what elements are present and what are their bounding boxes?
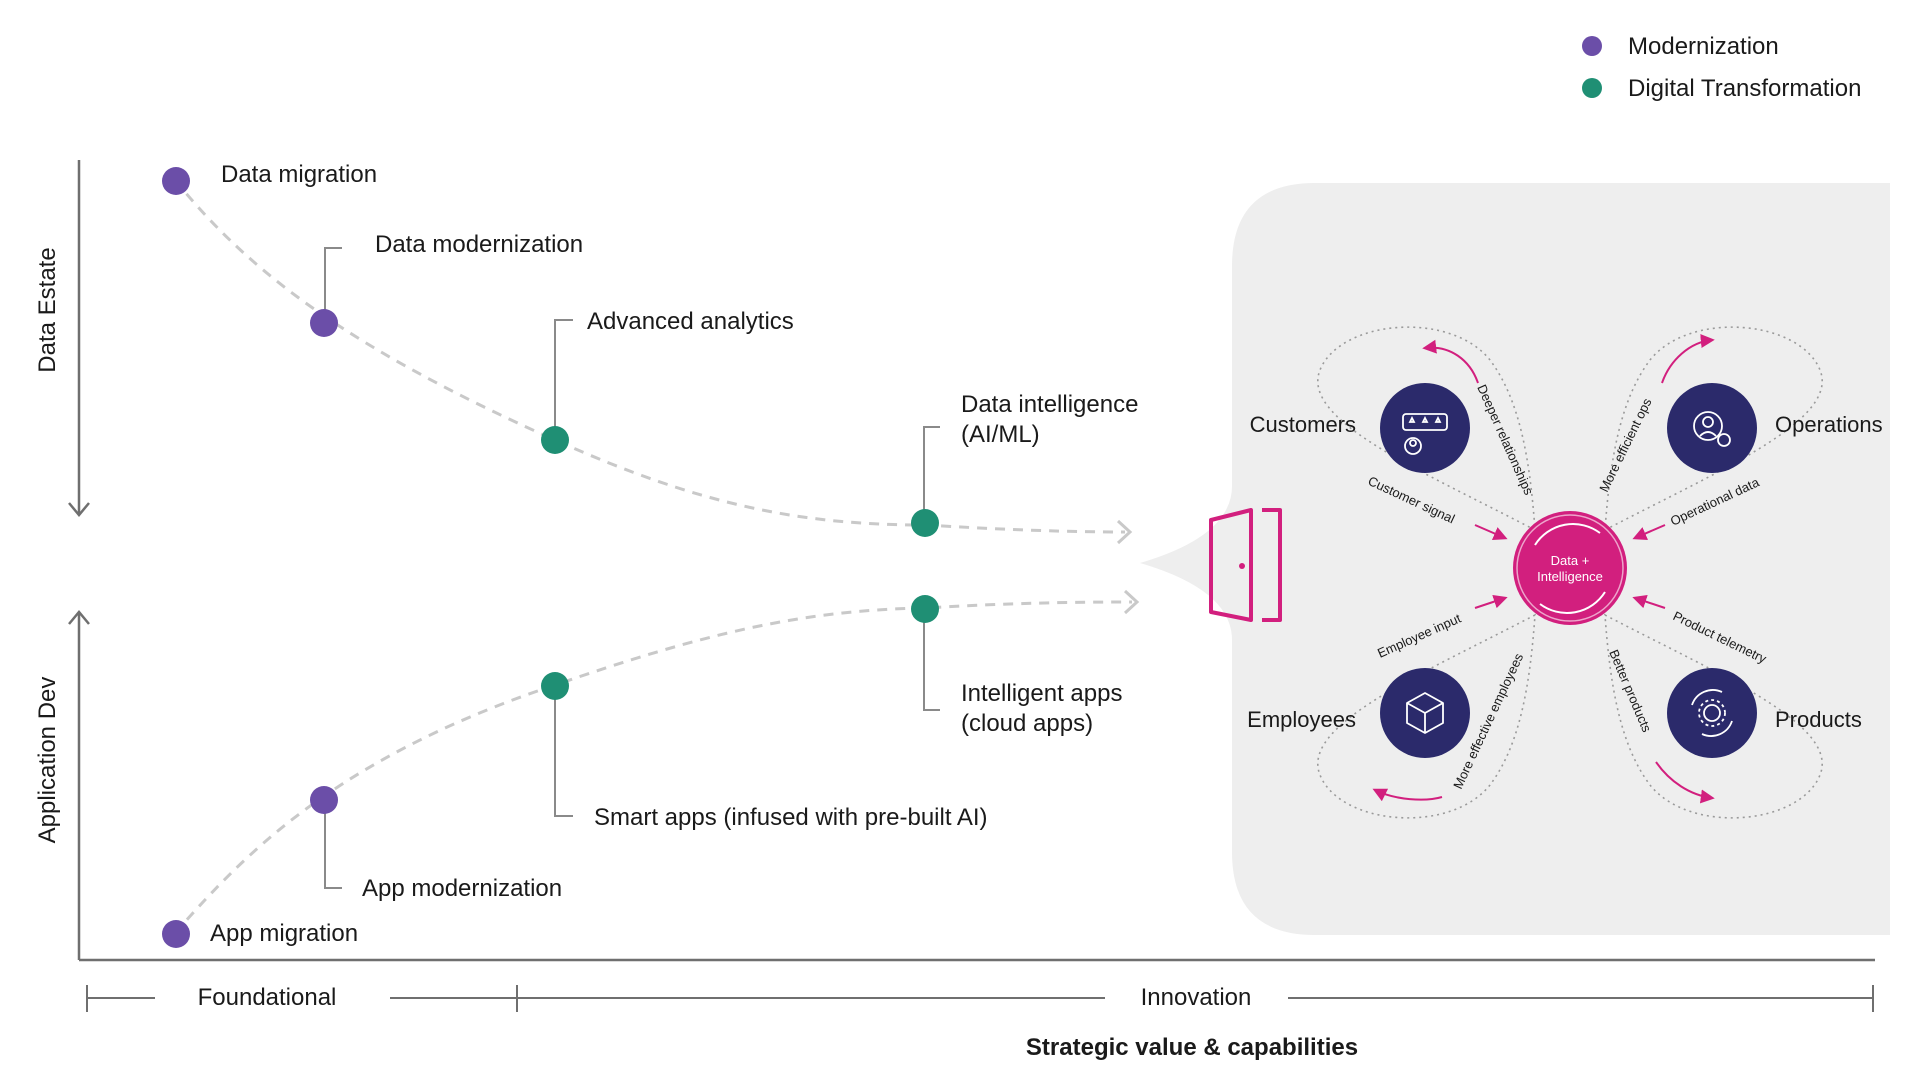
- intelligent-apps-label-line2: (cloud apps): [961, 710, 1093, 737]
- axes: [68, 160, 1875, 962]
- smart-apps-label: Smart apps (infused with pre-built AI): [594, 804, 988, 831]
- app-migration-label: App migration: [210, 920, 358, 947]
- hub-center-line1: Data +: [1551, 553, 1590, 568]
- intelligent-apps-dot: [911, 595, 939, 623]
- app-modernization-label: App modernization: [362, 875, 562, 902]
- data-intelligence-label-line2: (AI/ML): [961, 421, 1040, 448]
- data-migration-label: Data migration: [221, 161, 377, 188]
- smart-apps-dot: [541, 672, 569, 700]
- upper-y-arrowhead: [68, 502, 90, 517]
- app-dev-path: [173, 600, 1133, 934]
- outward-arrows: [1372, 334, 1715, 804]
- legend-digital-transformation-dot: [1582, 78, 1602, 98]
- cycle-icon: [1534, 523, 1601, 546]
- data-estate-path-arrowhead: [1116, 519, 1133, 545]
- data-estate-path: [173, 179, 1126, 534]
- upper-y-axis-label: Data Estate: [34, 247, 61, 372]
- phase-bracket: [86, 985, 1874, 1012]
- data-migration-dot: [162, 167, 190, 195]
- app-dev-path-arrowhead: [1123, 589, 1140, 615]
- data-modernization-dot: [310, 309, 338, 337]
- operations-label: Operations: [1775, 412, 1883, 437]
- petal-loops: [1317, 326, 1823, 819]
- advanced-analytics-label: Advanced analytics: [587, 308, 794, 335]
- data-intelligence-dot: [911, 509, 939, 537]
- app-migration-dot: [162, 920, 190, 948]
- intelligent-apps-label-line1: Intelligent apps: [961, 680, 1122, 707]
- customers-label: Customers: [1250, 412, 1356, 437]
- products-node: Products: [1667, 668, 1862, 758]
- door-icon: [1209, 508, 1282, 622]
- customers-node: Customers: [1250, 383, 1470, 473]
- cube-icon: [1406, 692, 1444, 734]
- legend-modernization-label: Modernization: [1628, 33, 1779, 60]
- leader-lines: [324, 247, 940, 889]
- lower-y-arrowhead: [68, 610, 90, 625]
- legend-modernization-dot: [1582, 36, 1602, 56]
- hub-center-line2: Intelligence: [1537, 569, 1603, 584]
- employees-node: Employees: [1247, 668, 1470, 758]
- data-intelligence-label-line1: Data intelligence: [961, 391, 1138, 418]
- employees-label: Employees: [1247, 707, 1356, 732]
- phase-foundational-label: Foundational: [198, 984, 337, 1011]
- phase-innovation-label: Innovation: [1141, 984, 1252, 1011]
- operations-node: Operations: [1667, 383, 1883, 473]
- data-intelligence-hub: Data + Intelligence: [1513, 511, 1627, 625]
- advanced-analytics-dot: [541, 426, 569, 454]
- operations-icon: [1693, 411, 1731, 447]
- legend-digital-transformation-label: Digital Transformation: [1628, 75, 1861, 102]
- legend: Modernization Digital Transformation: [1582, 33, 1861, 102]
- inward-arrows: [1474, 524, 1666, 609]
- products-label: Products: [1775, 707, 1862, 732]
- gear-cycle-icon: [1691, 689, 1733, 737]
- data-modernization-label: Data modernization: [375, 231, 583, 258]
- app-modernization-dot: [310, 786, 338, 814]
- customer-review-icon: [1402, 413, 1448, 455]
- lower-y-axis-label: Application Dev: [34, 677, 61, 844]
- x-axis-title: Strategic value & capabilities: [1026, 1034, 1358, 1061]
